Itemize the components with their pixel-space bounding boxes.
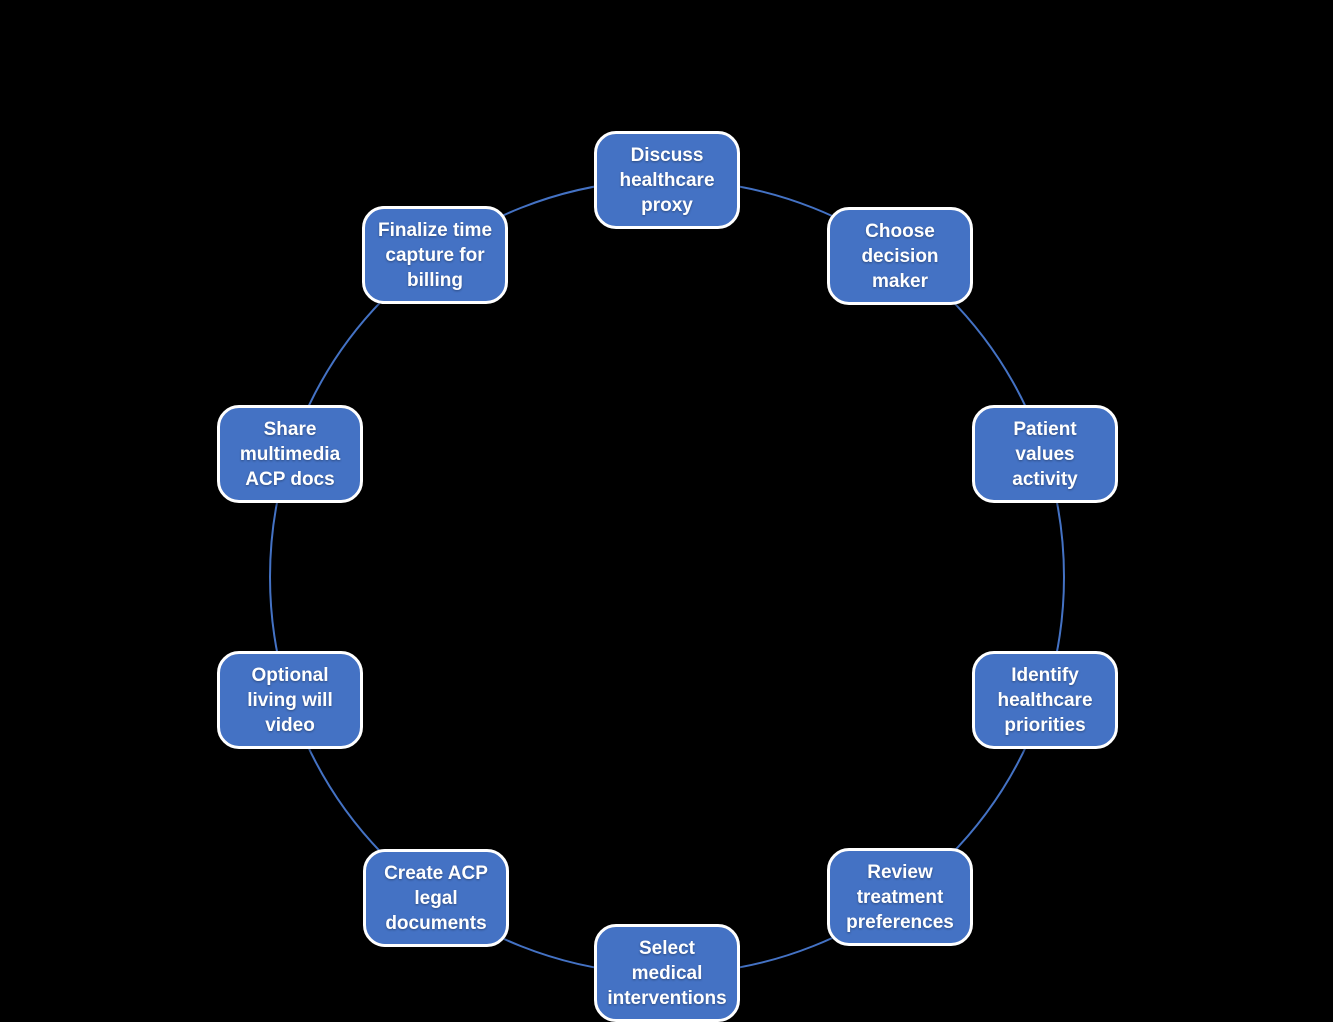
node-discuss-healthcare-proxy: Discuss healthcare proxy [594, 131, 740, 229]
node-label-line: legal [414, 887, 458, 909]
node-patient-values-activity: Patient values activity [972, 405, 1118, 503]
node-finalize-time-capture-for-billing: Finalize time capture for billing [362, 206, 508, 304]
node-label-line: living will [247, 689, 333, 711]
node-label-line: decision [861, 245, 939, 267]
node-label-line: healthcare [997, 689, 1093, 711]
node-label-line: capture for [385, 244, 485, 266]
node-label-line: ACP docs [245, 468, 335, 490]
node-label-line: video [265, 714, 315, 736]
node-choose-decision-maker: Choose decision maker [827, 207, 973, 305]
node-review-treatment-preferences: Review treatment preferences [827, 848, 973, 946]
node-label-line: Share [263, 418, 317, 440]
node-label-line: Create ACP [384, 862, 488, 884]
node-label-line: interventions [607, 987, 727, 1009]
node-label-line: Identify [1011, 664, 1079, 686]
node-label-line: Review [867, 861, 933, 883]
node-label-line: treatment [856, 886, 944, 908]
node-label-line: Finalize time [377, 219, 493, 241]
node-label-line: Select [639, 937, 695, 959]
node-share-multimedia-acp-docs: Share multimedia ACP docs [217, 405, 363, 503]
node-label-line: Patient [1013, 418, 1077, 440]
node-label-line: billing [407, 269, 463, 291]
node-label-line: Choose [865, 220, 935, 242]
node-label-line: maker [872, 270, 928, 292]
node-label-line: values [1015, 443, 1075, 465]
node-label-line: Optional [251, 664, 329, 686]
node-label-line: activity [1012, 468, 1078, 490]
node-label-line: multimedia [239, 443, 341, 465]
node-create-acp-legal-documents: Create ACP legal documents [363, 849, 509, 947]
node-label-line: healthcare [619, 169, 715, 191]
node-identify-healthcare-priorities: Identify healthcare priorities [972, 651, 1118, 749]
node-optional-living-will-video: Optional living will video [217, 651, 363, 749]
node-select-medical-interventions: Select medical interventions [594, 924, 740, 1022]
node-label-line: medical [631, 962, 703, 984]
node-label-line: Discuss [630, 144, 704, 166]
node-label-line: proxy [641, 194, 693, 216]
node-label-line: preferences [846, 911, 954, 933]
node-label-line: priorities [1004, 714, 1086, 736]
node-label-line: documents [385, 912, 487, 934]
